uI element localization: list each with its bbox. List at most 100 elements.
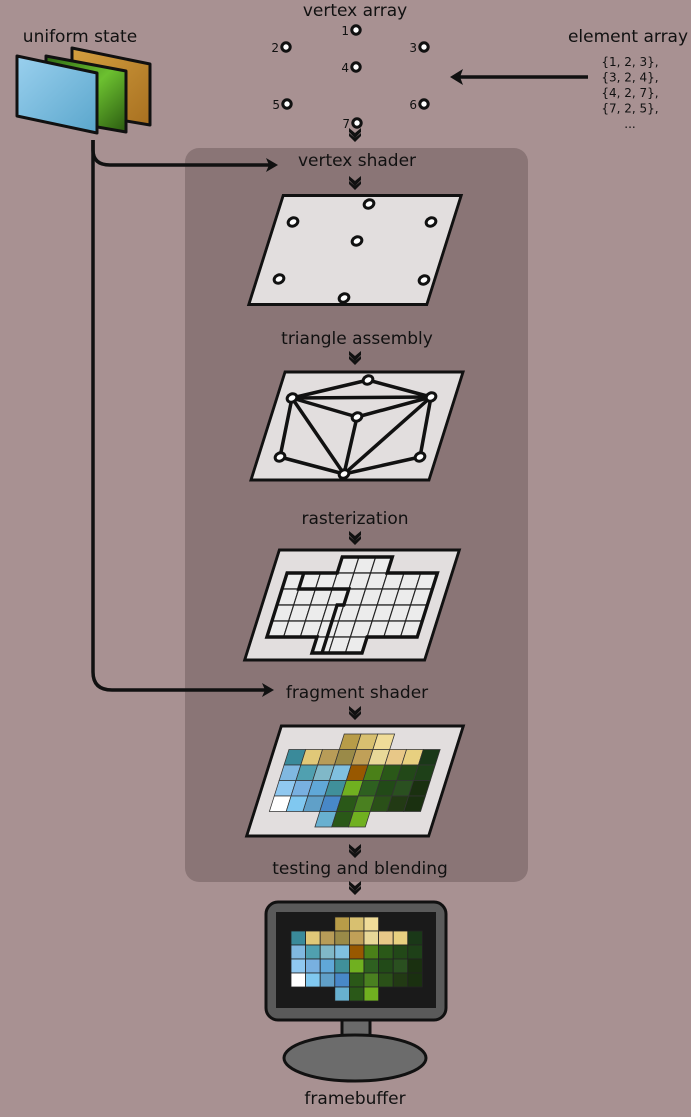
triangle-edge	[291, 378, 369, 400]
framebuffer-pixel	[378, 930, 394, 946]
vertex-dot	[337, 468, 351, 480]
triangle-edge	[290, 397, 346, 475]
framebuffer-pixel	[407, 930, 423, 946]
framebuffer-pixel	[305, 972, 321, 988]
down-chevron-icon	[349, 531, 361, 545]
framebuffer-pixel	[348, 916, 365, 932]
framebuffer-pixel	[363, 958, 380, 974]
framebuffer-pixel	[348, 972, 365, 988]
framebuffer-pixel	[348, 986, 365, 1002]
vertex-dot	[361, 374, 375, 386]
vertex-dot	[413, 451, 427, 463]
vertex-dot	[272, 273, 286, 285]
down-chevron-icon	[349, 881, 361, 895]
element-array-entry: {4, 2, 7},	[601, 86, 658, 100]
down-chevron-icon	[349, 351, 361, 365]
vertex-dot	[350, 235, 364, 247]
vertex-dot	[286, 216, 300, 228]
water-texture	[15, 54, 99, 135]
triangle-edge	[291, 396, 358, 419]
rasterization-label: rasterization	[301, 509, 408, 529]
triangle-assembly-label: triangle assembly	[281, 329, 433, 349]
framebuffer-pixel	[407, 944, 423, 960]
connectors	[91, 75, 588, 692]
framebuffer-pixel	[334, 986, 350, 1002]
card-background	[246, 194, 464, 306]
raster-triangle-boundary	[296, 573, 352, 653]
framebuffer-pixel	[305, 958, 321, 974]
pipeline-panel	[185, 148, 528, 882]
vertex-dot	[418, 41, 430, 53]
fragment-shader-card	[244, 724, 466, 838]
framebuffer-pixel	[290, 944, 307, 960]
vertex-number: 6	[409, 98, 417, 112]
framebuffer-pixel	[363, 986, 380, 1002]
vertex-number: 2	[271, 41, 279, 55]
vertex-dot	[350, 61, 362, 73]
triangle-edge	[367, 378, 432, 399]
triangle-edge	[342, 416, 359, 475]
framebuffer-pixel	[378, 944, 394, 960]
element-array-list: {1, 2, 3},{3, 2, 4},{4, 2, 7},{7, 2, 5},…	[601, 55, 658, 131]
vertex-number: 4	[341, 61, 349, 75]
vertex-array-label: vertex array	[303, 1, 407, 21]
framebuffer-pixel	[348, 958, 365, 974]
vertex-dot	[424, 391, 438, 403]
framebuffer-pixel	[290, 972, 307, 988]
framebuffer-pixel	[319, 958, 336, 974]
framebuffer-pixel	[407, 958, 423, 974]
vertex-dot	[337, 292, 351, 304]
vertex-dot	[350, 24, 362, 36]
framebuffer-pixel	[392, 958, 409, 974]
triangle-edge	[343, 455, 421, 476]
vertex-dot	[281, 98, 293, 110]
down-chevron-icon	[349, 128, 361, 142]
triangle-edge	[291, 395, 432, 400]
vertex-dot	[285, 392, 299, 404]
framebuffer-pixel	[392, 930, 409, 946]
uniform-textures	[15, 46, 152, 135]
vertex-dot	[273, 451, 287, 463]
framebuffer-pixel	[319, 930, 336, 946]
framebuffer-pixel	[363, 944, 380, 960]
raster-outline	[264, 555, 440, 655]
element-array-entry: ...	[624, 117, 635, 131]
vertex-dot	[350, 411, 364, 423]
vertex-shader-label: vertex shader	[298, 151, 416, 171]
framebuffer-pixel	[363, 972, 380, 988]
triangle-edge	[342, 395, 433, 476]
vertex-dot	[424, 216, 438, 228]
framebuffer-pixel	[363, 930, 380, 946]
framebuffer-pixel	[392, 944, 409, 960]
arrowhead-icon	[262, 683, 274, 697]
vertex-dot	[417, 274, 431, 286]
framebuffer-pixel	[407, 972, 423, 988]
triangle-edge	[418, 396, 433, 458]
triangle-edge	[279, 455, 345, 476]
flow-chevrons	[349, 128, 361, 895]
framebuffer-pixel	[319, 944, 336, 960]
framebuffer-pixel	[334, 930, 350, 946]
down-chevron-icon	[349, 844, 361, 858]
rasterization-card	[242, 548, 462, 662]
down-chevron-icon	[349, 176, 361, 190]
uniform-state-label: uniform state	[23, 27, 137, 47]
framebuffer-pixel	[348, 930, 365, 946]
framebuffer-pixel	[290, 930, 307, 946]
framebuffer-pixel	[305, 930, 321, 946]
arrowhead-icon	[266, 158, 278, 172]
framebuffer-pixel	[290, 958, 307, 974]
vertex-number: 5	[272, 98, 280, 112]
testing-and-blending-label: testing and blending	[272, 859, 448, 879]
vertex-dot	[351, 117, 363, 129]
framebuffer-pixel	[334, 916, 350, 932]
element-array-label: element array	[568, 27, 688, 47]
framebuffer-pixel	[392, 972, 409, 988]
triangle-edge	[278, 397, 294, 458]
vertex-number: 3	[409, 41, 417, 55]
arrowheads	[262, 69, 463, 697]
shaded-fragment	[403, 795, 426, 812]
uniform-to-fragment-shader-arrow	[91, 140, 268, 692]
triangle-edge	[356, 395, 432, 419]
